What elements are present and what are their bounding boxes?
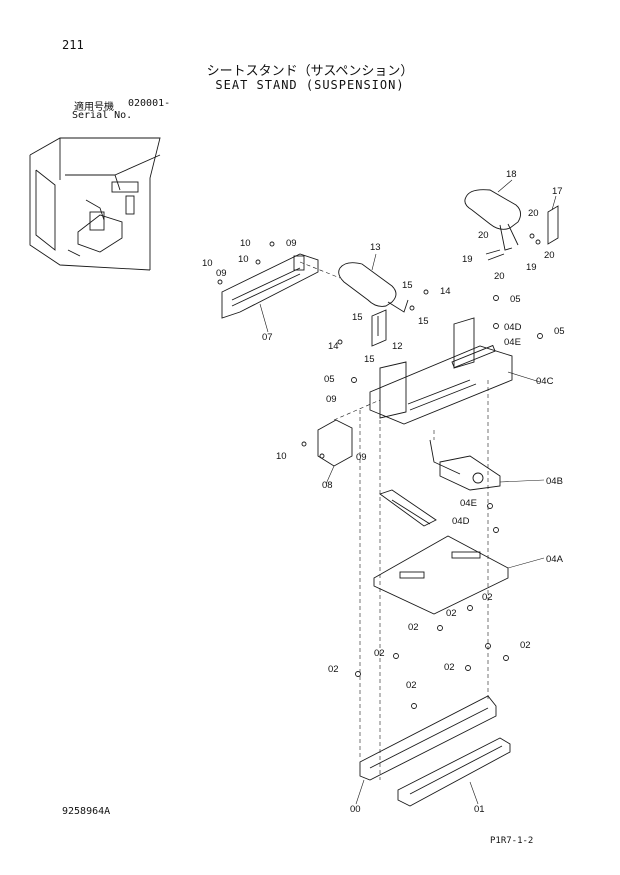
part-label: 04E (460, 498, 477, 509)
serial-number: 020001- (128, 98, 171, 109)
part-label: 13 (370, 242, 381, 253)
title-english: SEAT STAND (SUSPENSION) (215, 78, 405, 92)
armrest-left (338, 262, 409, 313)
seat-rail (221, 253, 319, 319)
part-label: 17 (552, 186, 563, 197)
cab-thumbnail (29, 137, 161, 271)
serial-label-english: Serial No. (72, 110, 133, 121)
base-rail-left (359, 695, 497, 781)
part-label: 12 (392, 341, 403, 352)
page-number: 211 (62, 38, 84, 52)
part-label: 04D (504, 322, 522, 333)
part-label: 02 (328, 664, 339, 675)
part-label: 14 (440, 286, 451, 297)
part-label: 09 (216, 268, 227, 279)
part-label: 02 (482, 592, 493, 603)
part-label: 04A (546, 554, 564, 565)
part-label: 20 (494, 271, 505, 282)
seat-plate-upper (369, 317, 513, 425)
part-label: 02 (374, 648, 385, 659)
part-label: 19 (462, 254, 473, 265)
part-label: 02 (408, 622, 419, 633)
part-label: 09 (326, 394, 337, 405)
armrest-right-fasteners (485, 233, 541, 261)
part-label: 05 (510, 294, 521, 305)
part-label: 00 (350, 804, 361, 815)
part-label: 15 (418, 316, 429, 327)
armrest-right (464, 189, 559, 251)
armrest-bracket (371, 309, 387, 347)
serial-label-japanese: 適用号機 (74, 102, 114, 113)
part-label: 05 (324, 374, 335, 385)
rail-bracket (317, 419, 353, 467)
part-label: 20 (528, 208, 539, 219)
part-label: 18 (506, 169, 517, 180)
page-reference: P1R7-1-2 (490, 836, 534, 846)
part-label: 09 (356, 452, 367, 463)
part-label: 08 (322, 480, 333, 491)
part-label: 09 (286, 238, 297, 249)
part-label: 20 (478, 230, 489, 241)
part-label: 15 (352, 312, 363, 323)
part-label: 20 (544, 250, 555, 261)
part-label: 10 (240, 238, 251, 249)
part-label: 15 (364, 354, 375, 365)
part-label: 04E (504, 337, 521, 348)
document-number: 9258964A (62, 806, 111, 817)
part-label: 02 (444, 662, 455, 673)
part-label: 15 (402, 280, 413, 291)
leader-lines (259, 179, 557, 805)
part-label: 02 (520, 640, 531, 651)
part-label: 04C (536, 376, 554, 387)
part-label: 07 (262, 332, 273, 343)
suspension-lever-assembly (379, 439, 501, 527)
assembly-guides (299, 261, 489, 780)
base-rail-right (397, 737, 511, 807)
part-label: 19 (526, 262, 537, 273)
part-label: 14 (328, 341, 339, 352)
part-label: 04B (546, 476, 563, 487)
title-japanese: シートスタンド（サスペンション） (206, 64, 414, 79)
part-label: 01 (474, 804, 485, 815)
part-label: 02 (406, 680, 417, 691)
part-label: 10 (276, 451, 287, 462)
part-label: 10 (202, 258, 213, 269)
part-label: 02 (446, 608, 457, 619)
fastener-bolts (217, 241, 543, 709)
part-label: 10 (238, 254, 249, 265)
part-label: 04D (452, 516, 470, 527)
part-labels: 18 17 20 20 20 20 19 19 10 09 10 10 09 1… (202, 169, 565, 815)
part-label: 05 (554, 326, 565, 337)
seat-base-plate (373, 535, 509, 615)
